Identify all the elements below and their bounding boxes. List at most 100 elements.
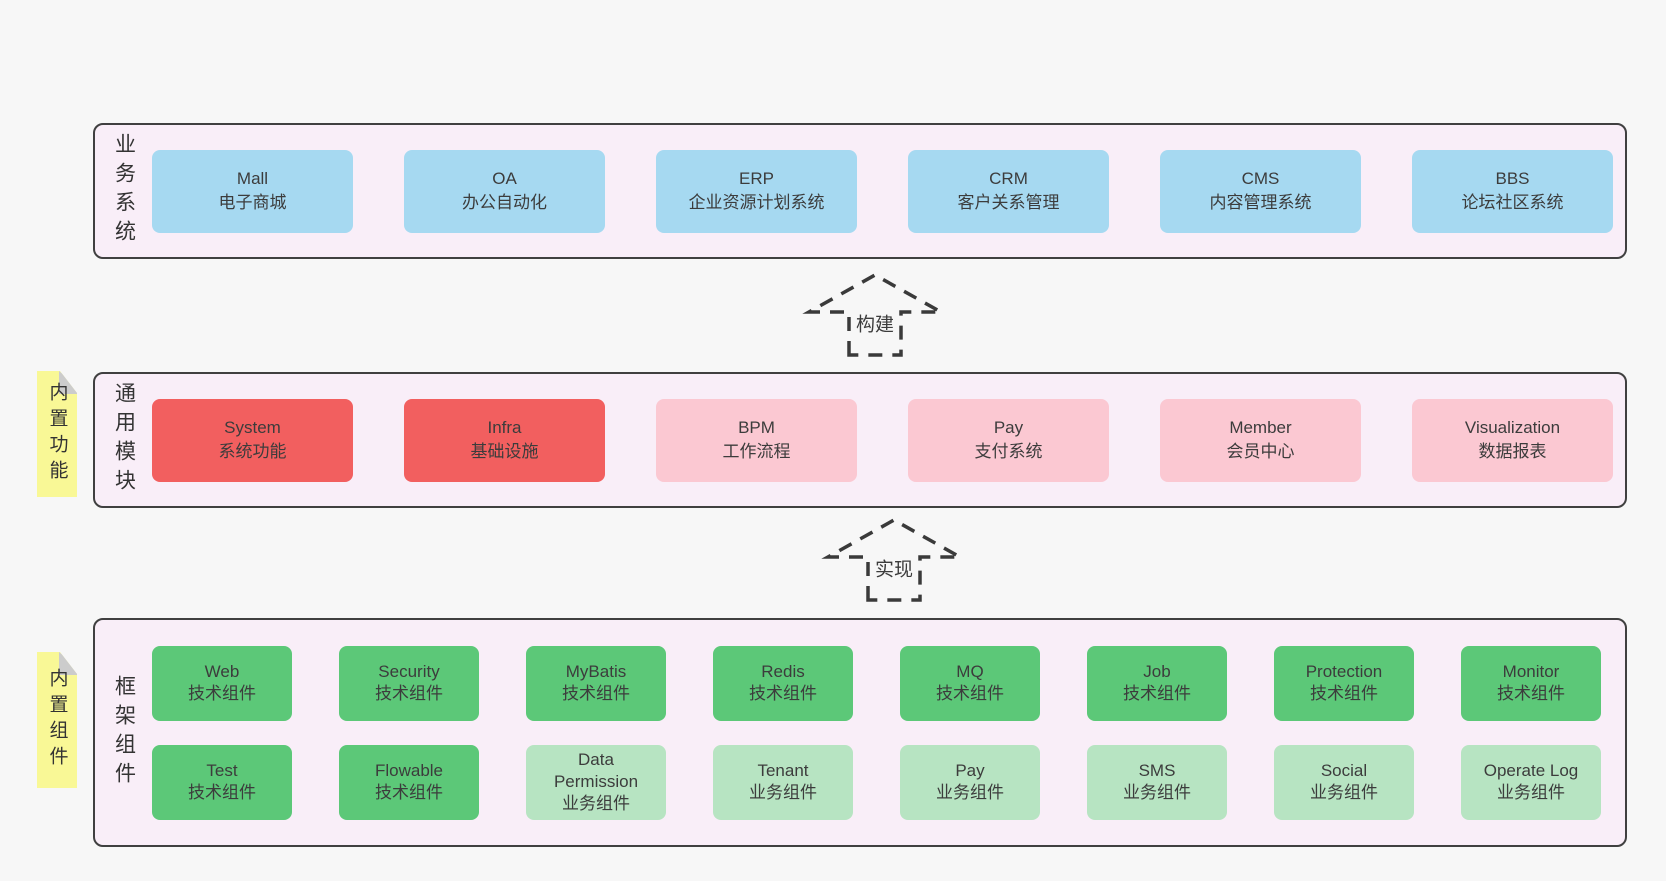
component-box-name: Flowable [374, 760, 444, 780]
system-box-desc: 论坛社区系统 [1461, 193, 1564, 212]
component-box-desc: 技术组件 [1123, 684, 1191, 703]
component-box: Flowable 技术组件 [339, 744, 479, 820]
component-box-desc: 技术组件 [1497, 684, 1565, 703]
layer-label-components: 框架组件 [112, 674, 136, 791]
component-box: MyBatis 技术组件 [526, 645, 666, 721]
system-box-desc: 内容管理系统 [1209, 193, 1312, 212]
system-box: CRM 客户关系管理 [908, 149, 1109, 233]
module-box-name: Member [1229, 418, 1292, 438]
system-box-desc: 电子商城 [218, 193, 287, 212]
component-box: Job 技术组件 [1087, 645, 1227, 721]
component-box: Data Permission 业务组件 [526, 744, 666, 820]
system-box: Mall 电子商城 [152, 149, 353, 233]
component-box: Operate Log 业务组件 [1461, 744, 1601, 820]
component-box-name: MyBatis [565, 661, 627, 681]
sticky-note-text: 内置功能 [46, 382, 68, 486]
up-arrow-icon [821, 517, 967, 602]
component-box-desc: 技术组件 [562, 684, 630, 703]
modules-box-row: System 系统功能 Infra 基础设施 BPM 工作流程 Pay 支付系统 [152, 374, 1625, 506]
module-box: Member 会员中心 [1160, 398, 1361, 482]
component-box-desc: 业务组件 [1497, 783, 1565, 802]
component-box: Test 技术组件 [152, 744, 292, 820]
components-rows: Web 技术组件 Security 技术组件 MyBatis 技术组件 [152, 620, 1625, 845]
system-box-name: OA [492, 169, 517, 189]
component-box-name: Job [1143, 661, 1171, 681]
component-box-desc: 技术组件 [375, 684, 443, 703]
module-box-desc: 基础设施 [470, 442, 539, 461]
component-box: SMS 业务组件 [1087, 744, 1227, 820]
build-arrow-label: 构建 [852, 308, 898, 338]
system-box-name: ERP [739, 169, 774, 189]
layer-label-business: 业务系统 [112, 133, 136, 249]
module-box-name: System [224, 418, 281, 438]
sticky-note-builtin-features: 内置功能 [37, 371, 77, 497]
component-box-name: Data Permission [553, 749, 639, 791]
system-box: BBS 论坛社区系统 [1412, 149, 1613, 233]
module-box-desc: 系统功能 [218, 442, 287, 461]
layer-business-systems: 业务系统 Mall 电子商城 OA 办公自动化 ERP 企业资源计划系统 [93, 123, 1627, 259]
component-box: Security 技术组件 [339, 645, 479, 721]
module-box: Pay 支付系统 [908, 398, 1109, 482]
sticky-note-builtin-components: 内置组件 [37, 652, 77, 788]
module-box: Visualization 数据报表 [1412, 398, 1613, 482]
component-box-name: MQ [956, 661, 984, 681]
module-box-name: Visualization [1464, 418, 1561, 438]
module-box-desc: 数据报表 [1478, 442, 1547, 461]
build-arrow: 构建 [802, 272, 948, 357]
component-box-desc: 技术组件 [375, 783, 443, 802]
up-arrow-icon [802, 272, 948, 357]
module-box: Infra 基础设施 [404, 398, 605, 482]
component-box-name: Monitor [1502, 661, 1560, 681]
components-row-2: Test 技术组件 Flowable 技术组件 Data Permission … [152, 744, 1625, 820]
components-row-1: Web 技术组件 Security 技术组件 MyBatis 技术组件 [152, 645, 1625, 721]
system-box-desc: 企业资源计划系统 [688, 193, 825, 212]
component-box-name: Operate Log [1483, 760, 1579, 780]
system-box-name: BBS [1495, 169, 1530, 189]
component-box-desc: 技术组件 [936, 684, 1004, 703]
module-box-name: Infra [487, 418, 522, 438]
component-box-desc: 技术组件 [188, 783, 256, 802]
module-box-desc: 工作流程 [722, 442, 791, 461]
module-box-desc: 支付系统 [974, 442, 1043, 461]
component-box-desc: 业务组件 [936, 783, 1004, 802]
component-box-desc: 业务组件 [1123, 783, 1191, 802]
layer-label-modules: 通用模块 [112, 382, 136, 498]
component-box-desc: 业务组件 [749, 783, 817, 802]
component-box-desc: 技术组件 [749, 684, 817, 703]
module-box: System 系统功能 [152, 398, 353, 482]
layer-framework-components: 框架组件 Web 技术组件 Security 技术组件 MyBatis [93, 618, 1627, 847]
system-box: CMS 内容管理系统 [1160, 149, 1361, 233]
module-box-name: BPM [738, 418, 775, 438]
sticky-note-text: 内置组件 [46, 668, 68, 772]
implement-arrow-label: 实现 [871, 553, 917, 583]
component-box-name: Pay [955, 760, 985, 780]
component-box-name: Web [204, 661, 240, 681]
implement-arrow: 实现 [821, 517, 967, 602]
layer-common-modules: 通用模块 System 系统功能 Infra 基础设施 BPM 工作流程 [93, 372, 1627, 508]
system-box-name: CMS [1241, 169, 1280, 189]
system-box-desc: 办公自动化 [462, 193, 547, 212]
system-box: OA 办公自动化 [404, 149, 605, 233]
component-box: Tenant 业务组件 [713, 744, 853, 820]
component-box: Protection 技术组件 [1274, 645, 1414, 721]
component-box-name: Social [1320, 760, 1368, 780]
component-box-desc: 技术组件 [188, 684, 256, 703]
component-box-name: Protection [1305, 661, 1383, 681]
business-box-row: Mall 电子商城 OA 办公自动化 ERP 企业资源计划系统 CRM 客户关系… [152, 125, 1625, 257]
component-box-name: Redis [761, 661, 805, 681]
component-box-desc: 技术组件 [1310, 684, 1378, 703]
component-box: Web 技术组件 [152, 645, 292, 721]
component-box: Redis 技术组件 [713, 645, 853, 721]
component-box: Pay 业务组件 [900, 744, 1040, 820]
system-box-desc: 客户关系管理 [957, 193, 1060, 212]
system-box-name: Mall [236, 169, 269, 189]
component-box: MQ 技术组件 [900, 645, 1040, 721]
component-box: Social 业务组件 [1274, 744, 1414, 820]
component-box-desc: 业务组件 [1310, 783, 1378, 802]
component-box-name: SMS [1138, 760, 1176, 780]
component-box-name: Security [378, 661, 440, 681]
component-box: Monitor 技术组件 [1461, 645, 1601, 721]
system-box: ERP 企业资源计划系统 [656, 149, 857, 233]
component-box-name: Test [206, 760, 238, 780]
